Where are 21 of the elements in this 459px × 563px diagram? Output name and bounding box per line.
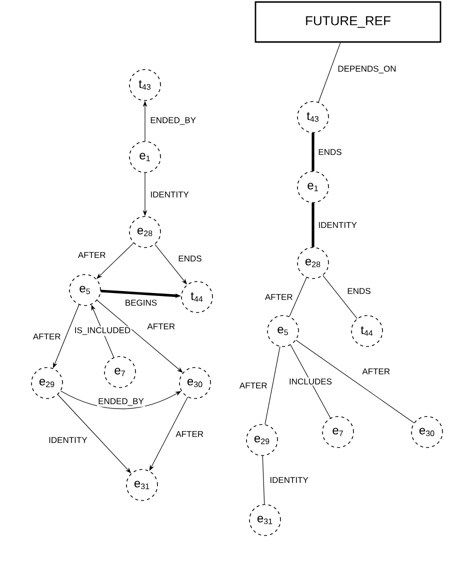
edge-label: ENDS: [177, 254, 203, 263]
edge-label: AFTER: [174, 430, 205, 438]
edge-label: AFTER: [238, 382, 268, 390]
edge-label: IDENTITY: [268, 476, 310, 484]
edge-label: AFTER: [146, 322, 176, 330]
label-box: FUTURE_REF: [254, 1, 442, 43]
edge-label: AFTER: [76, 251, 107, 259]
edge-label: BEGINS: [124, 298, 158, 307]
edge-label: ENDS: [317, 148, 343, 156]
edge-label: IDENTITY: [48, 436, 88, 444]
edge-label: IS_INCLUDED: [73, 326, 132, 336]
edge-label: AFTER: [361, 367, 392, 376]
edge-label: IDENTITY: [317, 221, 358, 229]
edge-label: IDENTITY: [149, 190, 190, 198]
edge-label: DEPENDS_ON: [336, 64, 398, 74]
edge-label: ENDS: [346, 287, 372, 296]
edge-label: ENDED_BY: [149, 116, 198, 126]
edge-label: AFTER: [32, 332, 62, 340]
edge-label: INCLUDES: [288, 378, 333, 386]
edge-label: AFTER: [264, 293, 294, 301]
edge-label: ENDED_BY: [97, 397, 145, 407]
